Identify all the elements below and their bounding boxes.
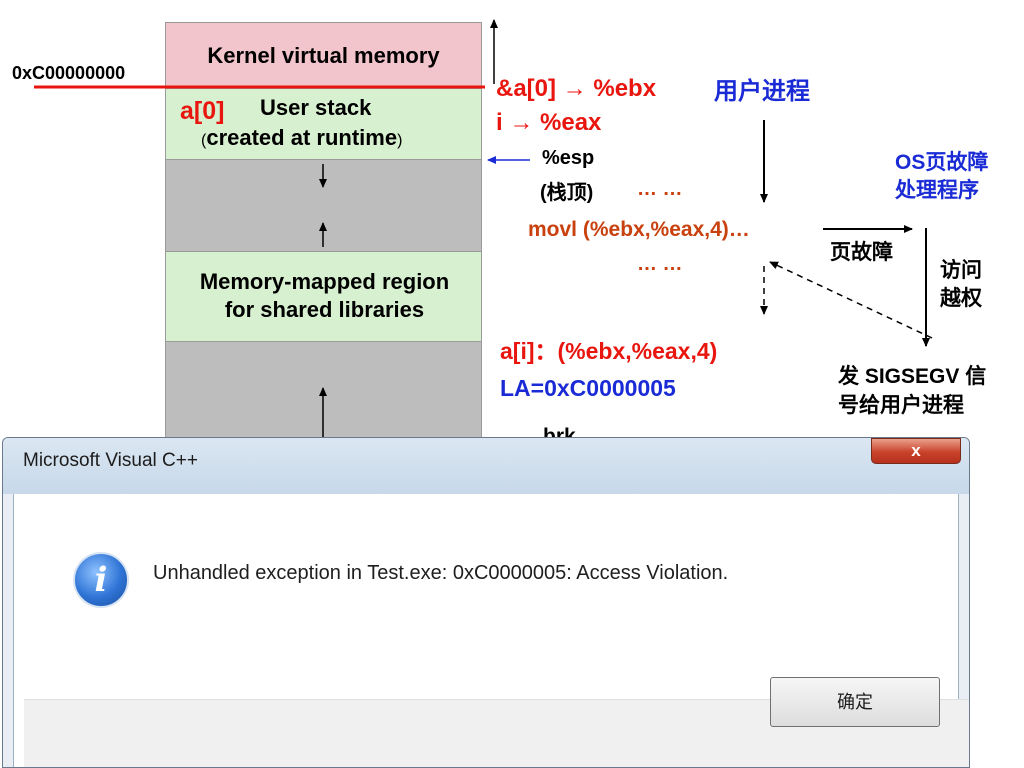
dialog-title: Microsoft Visual C++ <box>23 450 198 471</box>
ok-button[interactable]: 确定 <box>770 677 940 727</box>
page-fault-label: 页故障 <box>830 241 893 264</box>
access-violation-line1: 访问 <box>940 259 982 282</box>
eax-assignment: i → %eax <box>496 109 602 136</box>
sigsegv-label: 发 SIGSEGV 信 号给用户进程 <box>838 362 986 420</box>
user-stack-region: a[0] User stack (created at runtime) <box>165 88 482 160</box>
os-fault-handler-line1: OS页故障 <box>895 151 989 174</box>
access-violation-label: 访问 越权 <box>940 257 982 313</box>
exception-message: Unhandled exception in Test.exe: 0xC0000… <box>153 562 729 584</box>
error-dialog: Microsoft Visual C++ x i Unhandled excep… <box>2 437 970 768</box>
esp-label: %esp <box>542 147 595 169</box>
unused-region-lower <box>165 341 482 441</box>
kernel-boundary-address: 0xC00000000 <box>12 63 126 83</box>
dialog-button-bar <box>24 699 969 767</box>
ellipsis-bottom: … … <box>637 253 683 275</box>
kernel-memory-label: Kernel virtual memory <box>207 43 440 68</box>
sigsegv-line2: 号给用户进程 <box>838 394 964 417</box>
shared-libraries-region: Memory-mapped region for shared librarie… <box>165 251 482 342</box>
os-fault-handler-label: OS页故障 处理程序 <box>895 149 988 205</box>
dialog-titlebar[interactable]: Microsoft Visual C++ x <box>3 438 969 494</box>
stack-top-label: (栈顶) <box>540 182 594 204</box>
mmap-label-line2: for shared libraries <box>224 297 425 322</box>
user-stack-subtitle: (created at runtime) <box>201 125 403 150</box>
unused-region-upper <box>165 159 482 252</box>
kernel-memory-region: Kernel virtual memory <box>165 22 482 90</box>
mmap-label-line1: Memory-mapped region <box>199 269 450 294</box>
ellipsis-top: … … <box>637 178 683 200</box>
signal-dashed-arrow <box>769 261 933 339</box>
ebx-assignment: &a[0] → %ebx <box>496 75 657 102</box>
sigsegv-line1: 发 SIGSEGV 信 <box>838 365 987 388</box>
linear-address: LA=0xC0000005 <box>500 375 676 401</box>
os-fault-handler-line2: 处理程序 <box>895 179 979 202</box>
ai-operand: a[i]：(%ebx,%eax,4) <box>500 338 718 364</box>
close-icon: x <box>911 441 921 460</box>
info-icon: i <box>73 552 129 608</box>
close-button[interactable]: x <box>871 438 961 464</box>
dialog-client-area <box>13 494 969 767</box>
movl-instruction: movl (%ebx,%eax,4)… <box>528 218 750 241</box>
a0-label: a[0] <box>180 97 225 125</box>
user-process-label: 用户进程 <box>714 78 810 105</box>
mmap-label: Memory-mapped region for shared librarie… <box>162 268 487 324</box>
user-stack-label: User stack <box>260 95 372 120</box>
access-violation-line2: 越权 <box>940 287 982 310</box>
